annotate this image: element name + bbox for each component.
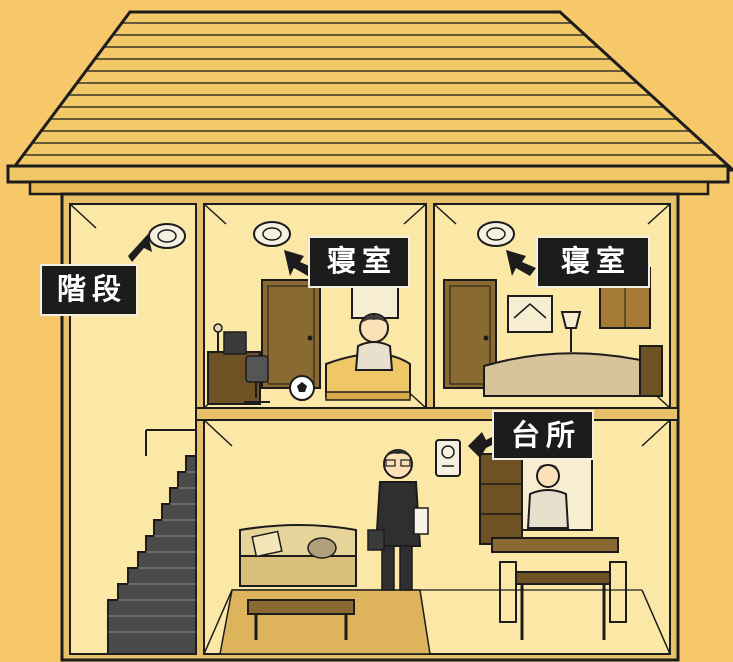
- label-bedroom-1: 寝室: [308, 236, 410, 288]
- kitchen-furniture: [479, 453, 627, 640]
- staircase: [107, 429, 197, 655]
- smoke-detector-icon: [148, 223, 186, 249]
- label-kitchen: 台所: [492, 410, 594, 460]
- pointer-arrow-icon: [128, 234, 152, 262]
- pointer-arrow-icon: [506, 250, 536, 276]
- bedroom-2-furniture: [443, 267, 663, 397]
- wall-alarm-icon: [435, 439, 461, 477]
- label-bedroom-2: 寝室: [536, 236, 650, 288]
- label-stairs: 階段: [40, 264, 138, 316]
- living-room-furniture: [219, 524, 431, 655]
- roof: [6, 10, 733, 196]
- smoke-detector-icon: [477, 221, 515, 247]
- pointer-arrow-icon: [468, 432, 494, 458]
- bedroom-1-furniture: [207, 277, 411, 405]
- smoke-detector-icon: [253, 221, 291, 247]
- person-standing: [367, 449, 429, 591]
- pointer-arrow-icon: [284, 250, 314, 276]
